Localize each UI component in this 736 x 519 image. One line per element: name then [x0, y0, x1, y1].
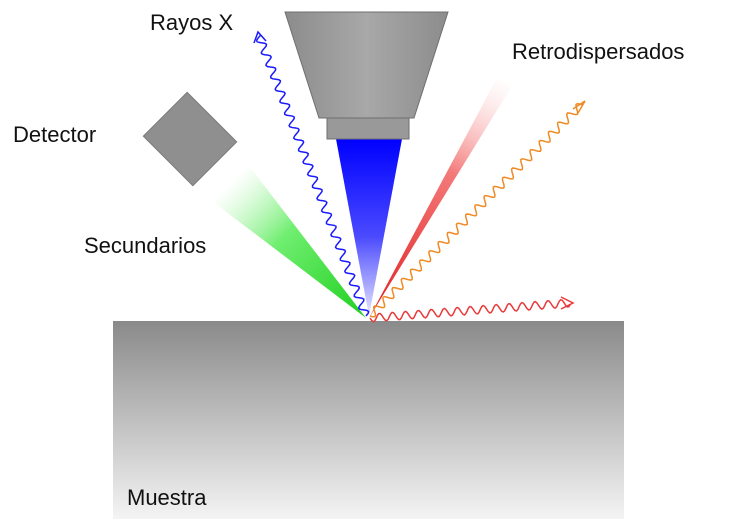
red-wave [369, 298, 571, 323]
xray-arrow-icon [253, 30, 267, 44]
objective-lens [284, 11, 449, 119]
backscattered-label: Retrodispersados [512, 39, 685, 64]
orange-arrow-icon [572, 100, 586, 114]
orange-wave [369, 102, 584, 318]
secondary-electron-cone [208, 162, 366, 318]
backscatter-cone [369, 78, 512, 318]
xray-wave [255, 34, 370, 317]
sample-label: Muestra [127, 485, 207, 510]
lens-aperture [326, 117, 410, 140]
red-arrow-icon [560, 296, 575, 310]
xrays-label: Rayos X [150, 10, 234, 35]
secondary-label: Secundarios [84, 233, 207, 258]
sample-block [113, 321, 624, 519]
detector-label: Detector [13, 122, 97, 147]
detector-box [142, 91, 238, 187]
electron-beam [336, 139, 402, 316]
